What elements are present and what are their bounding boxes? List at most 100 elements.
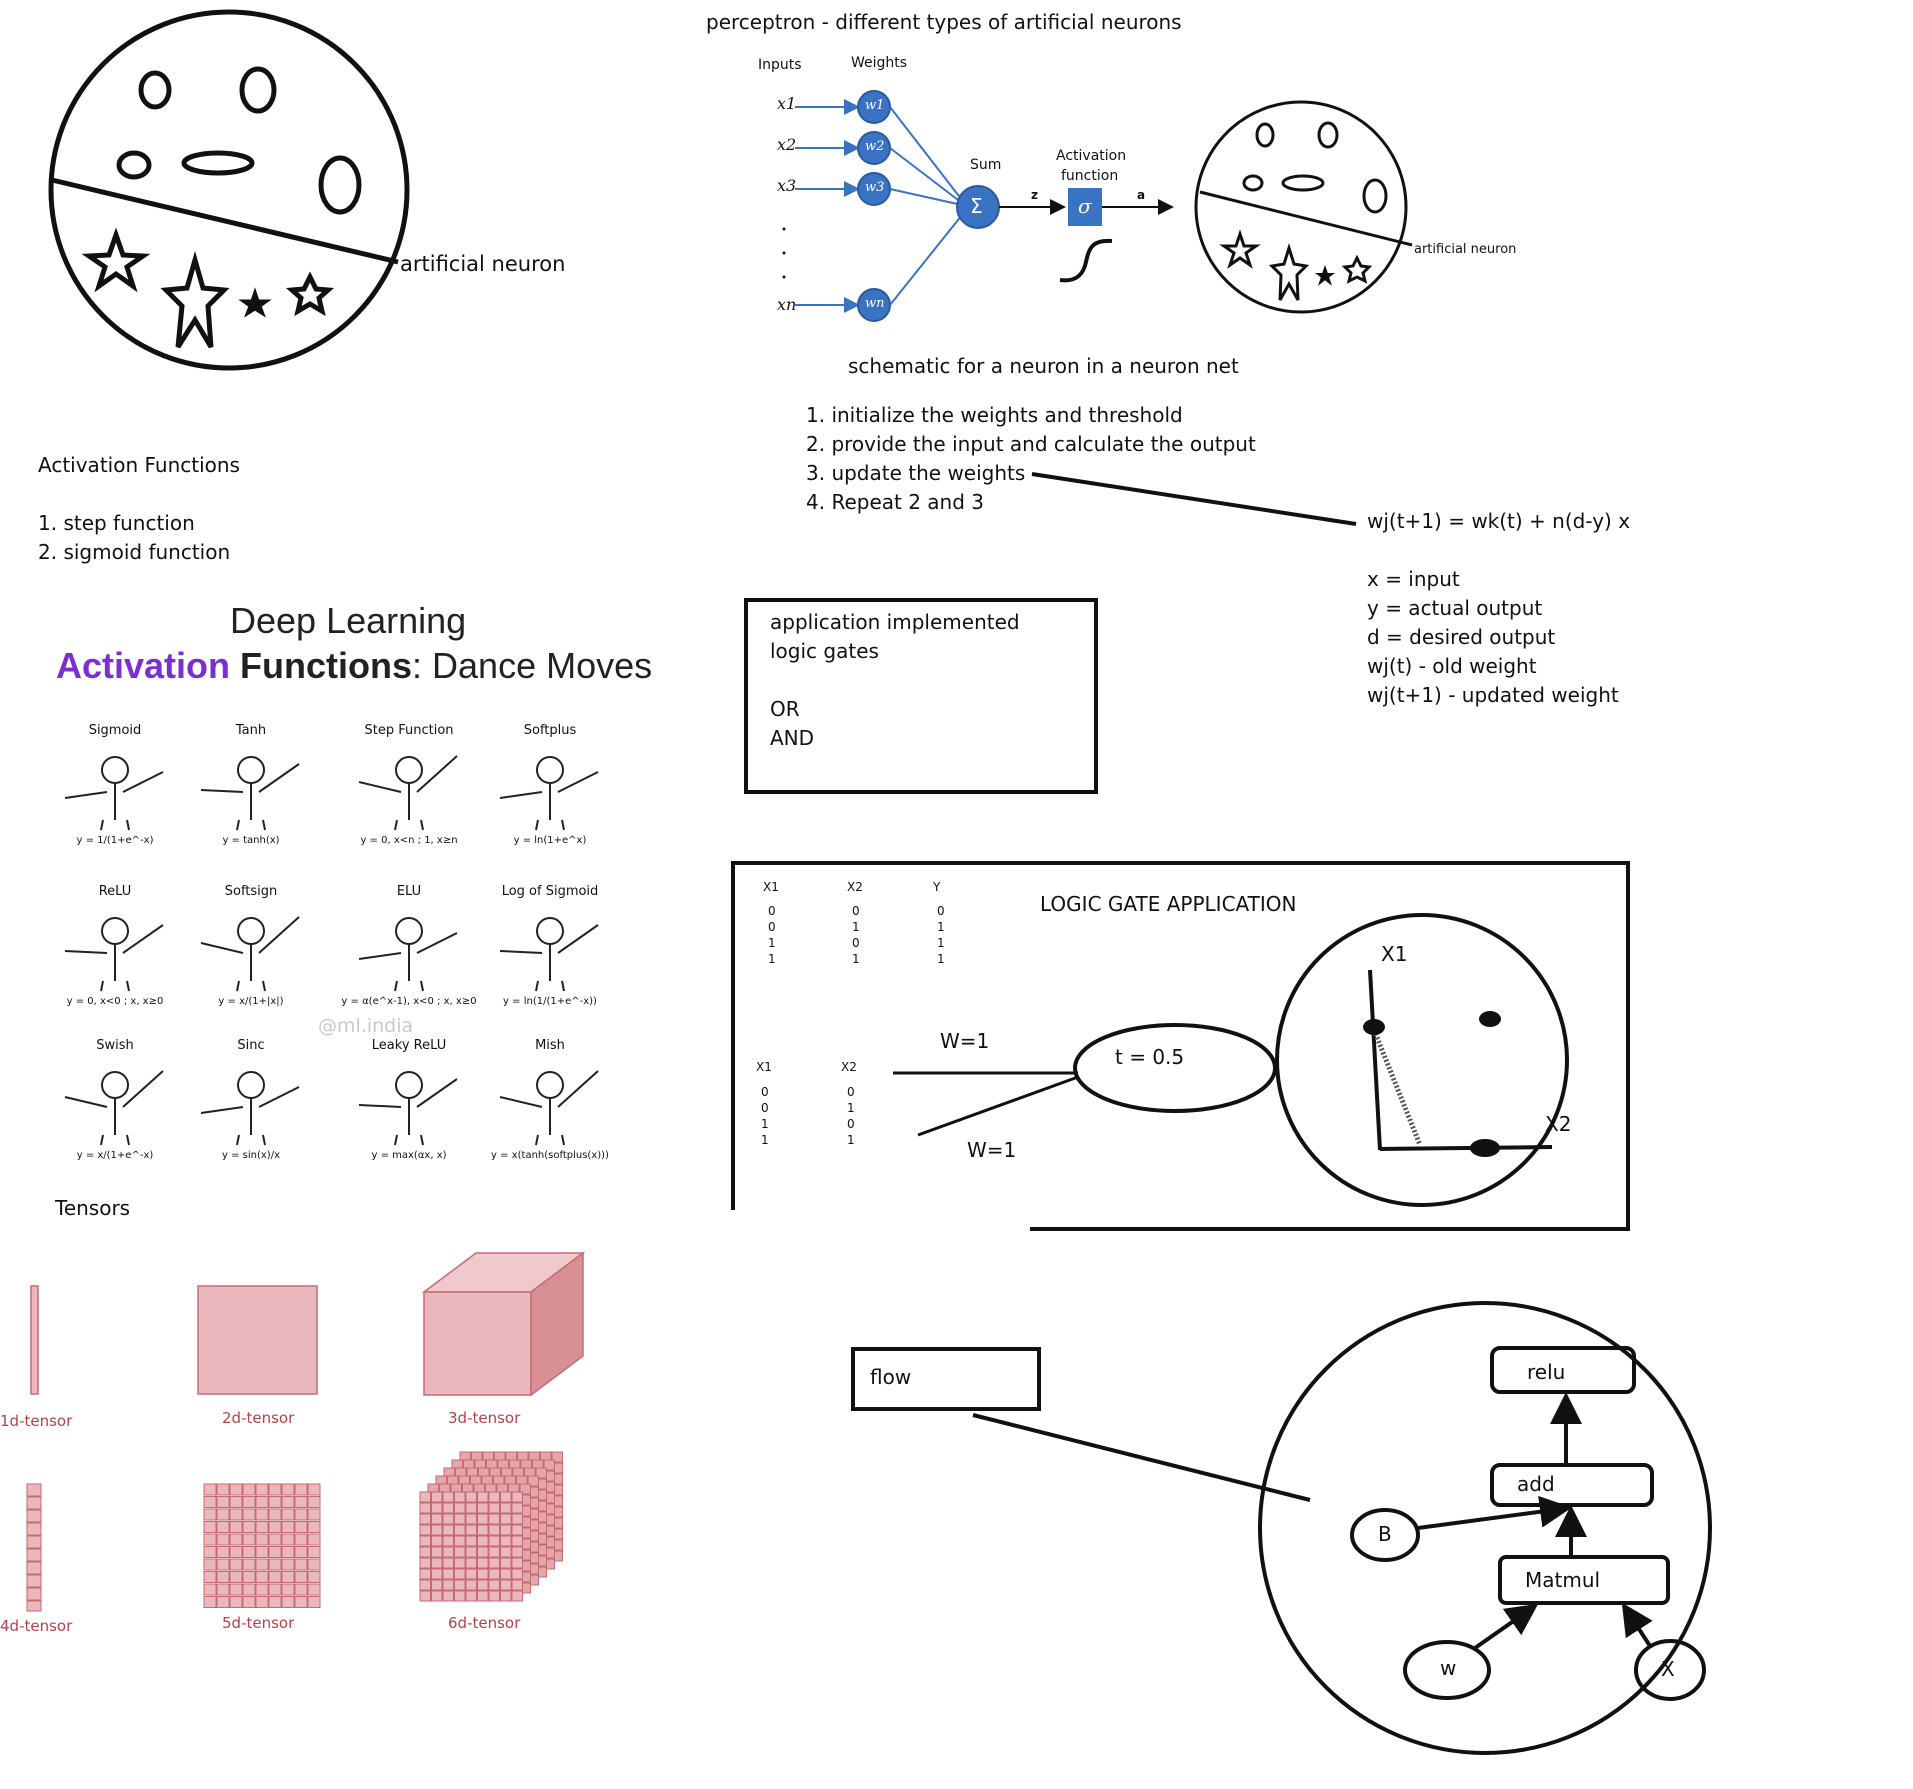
- tensor-6d-cube: [419, 1451, 563, 1602]
- table2-cell: 1: [847, 1133, 855, 1147]
- tensor-6d-cell: [465, 1579, 477, 1591]
- dance-cell-name: Softsign: [224, 884, 278, 899]
- tensor-6d-cell: [477, 1546, 489, 1558]
- tensor-6d-cell: [454, 1491, 466, 1503]
- activation-item-1: 1. step function: [38, 511, 195, 535]
- table2-cell: 1: [761, 1117, 769, 1131]
- tensor-5d-cell: [242, 1483, 256, 1496]
- table2-cell: 1: [761, 1133, 769, 1147]
- tensor-6d-cell: [465, 1491, 477, 1503]
- tensor-5d-cell: [229, 1483, 243, 1496]
- dance-cell-formula: y = x(tanh(softplus(x))): [491, 1150, 609, 1161]
- tensor-6d-cell: [419, 1513, 431, 1525]
- tensor-6d-cell: [442, 1491, 454, 1503]
- tensor-5d-cell: [242, 1546, 256, 1558]
- tensor-6d-cell: [454, 1590, 466, 1602]
- tensor-5d-cell: [294, 1596, 308, 1608]
- tensor-6d-cell: [419, 1557, 431, 1569]
- tensor-5d-cell: [281, 1583, 295, 1596]
- tensor-5d-cell: [229, 1508, 243, 1521]
- tensor-5d-cell: [229, 1558, 243, 1571]
- table1-header-x1: X1: [763, 880, 779, 894]
- tensor-6d-cell: [500, 1557, 512, 1569]
- tensor-5d-cell: [268, 1596, 282, 1608]
- tensor-6d-cell: [511, 1535, 523, 1547]
- tensor-6d-cell: [419, 1546, 431, 1558]
- tensor-5d-cell: [242, 1508, 256, 1521]
- legend-old-weight: wj(t) - old weight: [1367, 654, 1537, 678]
- tensor-5d-label: 5d-tensor: [222, 1614, 295, 1632]
- dance-cell-formula: y = x/(1+|x|): [218, 996, 284, 1007]
- tensor-5d-cell: [281, 1533, 295, 1546]
- flow-node-matmul: Matmul: [1525, 1568, 1601, 1592]
- tensor-5d-cell: [268, 1521, 282, 1533]
- weight-w3: w3: [865, 180, 885, 195]
- tensor-6d-cell: [465, 1524, 477, 1536]
- table1-cell: 1: [768, 936, 776, 950]
- tensor-6d-cell: [465, 1502, 477, 1514]
- tensor-5d-cell: [281, 1546, 295, 1558]
- tensor-5d-cell: [268, 1558, 282, 1571]
- logic-box-line-1: application implemented: [770, 610, 1020, 634]
- threshold-label: t = 0.5: [1115, 1045, 1185, 1069]
- table1-cell: 1: [937, 936, 945, 950]
- tensor-5d-cell: [294, 1496, 308, 1508]
- dance-cell-formula: y = ln(1/(1+e^-x)): [503, 996, 597, 1007]
- tensor-5d-cell: [216, 1583, 230, 1596]
- tensor-6d-cell: [527, 1475, 539, 1487]
- tensor-6d-cell: [477, 1491, 489, 1503]
- tensor-5d-cell: [255, 1583, 269, 1596]
- update-formula: wj(t+1) = wk(t) + n(d-y) x: [1367, 509, 1631, 533]
- tensor-6d-cell: [477, 1524, 489, 1536]
- table2-header-x1: X1: [756, 1060, 772, 1074]
- tensor-6d-cell: [488, 1513, 500, 1525]
- tensor-5d-cell: [203, 1533, 217, 1546]
- tensor-5d-cell: [268, 1583, 282, 1596]
- tensor-5d-cell: [307, 1596, 321, 1608]
- tensor-5d-cell: [294, 1546, 308, 1558]
- tensor-6d-cell: [500, 1579, 512, 1591]
- tensor-6d-cell: [465, 1557, 477, 1569]
- tensor-6d-cell: [488, 1590, 500, 1602]
- tensor-6d-cell: [419, 1524, 431, 1536]
- flow-diagram: [851, 1301, 1712, 1755]
- tensor-5d-cell: [255, 1533, 269, 1546]
- tensor-6d-cell: [477, 1502, 489, 1514]
- tensor-5d-cell: [229, 1546, 243, 1558]
- tensor-5d-cell: [255, 1571, 269, 1583]
- tensor-6d-cell: [431, 1524, 443, 1536]
- tensor-5d-cell: [216, 1546, 230, 1558]
- tensor-6d-cell: [442, 1557, 454, 1569]
- tensor-5d-cell: [281, 1508, 295, 1521]
- dance-figure: [499, 917, 599, 992]
- tensor-6d-cell: [454, 1524, 466, 1536]
- tensor-5d-cell: [242, 1521, 256, 1533]
- weight-w1: w1: [865, 98, 885, 113]
- dance-cell-name: Softplus: [523, 723, 577, 738]
- tensor-6d-cell: [500, 1546, 512, 1558]
- dance-sub-moves: : Dance Moves: [412, 645, 653, 686]
- tensor-6d-cell: [465, 1568, 477, 1580]
- tensor-5d-cell: [281, 1596, 295, 1608]
- tensor-6d-cell: [442, 1535, 454, 1547]
- activation-label-1: Activation: [1056, 148, 1127, 164]
- tensor-5d-cell: [242, 1558, 256, 1571]
- table1-cell: 0: [937, 904, 945, 918]
- flow-label: flow: [870, 1365, 912, 1389]
- dance-cell-name: Leaky ReLU: [371, 1038, 447, 1053]
- dance-figure: [358, 917, 458, 992]
- tensor-1d-label: 1d-tensor: [0, 1412, 73, 1430]
- tensor-6d-cell: [431, 1502, 443, 1514]
- table1-cell: 0: [852, 936, 860, 950]
- tensor-6d-cell: [488, 1491, 500, 1503]
- tensor-5d-cell: [229, 1521, 243, 1533]
- table2-cell: 1: [847, 1101, 855, 1115]
- table2-cell: 0: [761, 1101, 769, 1115]
- flow-node-add: add: [1517, 1472, 1555, 1496]
- tensor-6d-cell: [442, 1590, 454, 1602]
- tensor-5d-cell: [229, 1533, 243, 1546]
- tensor-5d-cell: [216, 1508, 230, 1521]
- dance-sub-functions: Functions: [240, 645, 413, 686]
- tensor-6d-cell: [442, 1546, 454, 1558]
- tensor-5d-cell: [268, 1508, 282, 1521]
